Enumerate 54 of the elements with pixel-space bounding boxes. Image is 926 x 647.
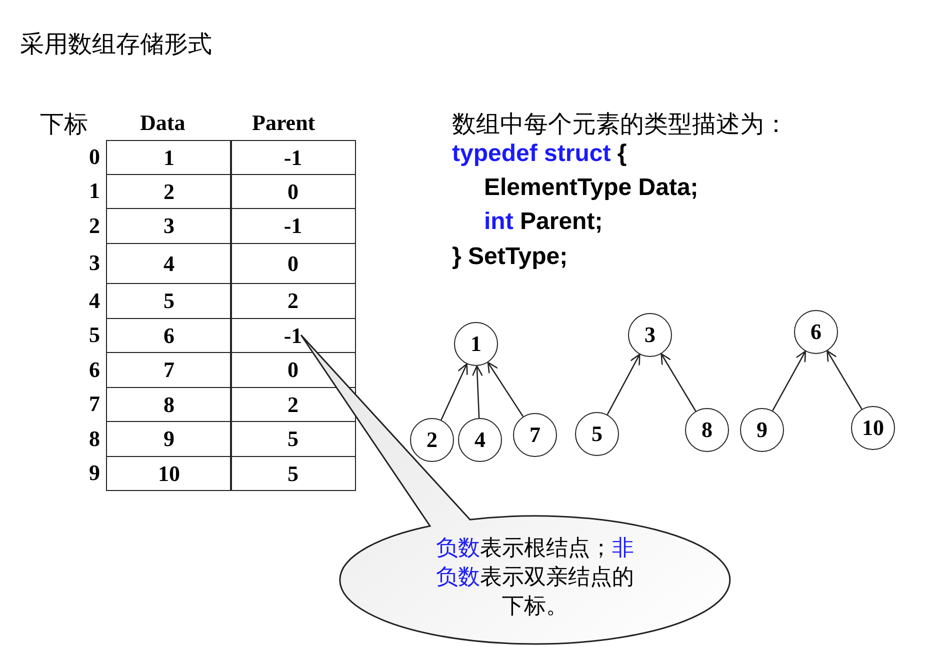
table-cell: 0 <box>230 243 356 284</box>
table-cell: -1 <box>230 208 356 244</box>
arrow <box>660 353 696 412</box>
arrow <box>440 363 468 420</box>
tree-node-circle: 8 <box>685 408 729 452</box>
row-index: 4 <box>88 288 100 314</box>
table-cell: 1 <box>106 140 232 175</box>
arrow <box>472 365 483 418</box>
row-index: 7 <box>88 391 100 417</box>
tree-node-circle: 6 <box>794 310 838 354</box>
row-index: 8 <box>88 426 100 452</box>
row-index: 6 <box>88 356 100 382</box>
column-header: Parent <box>252 110 316 136</box>
row-index: 5 <box>88 322 100 348</box>
row-index: 3 <box>88 250 100 276</box>
tree-node-circle: 5 <box>575 412 619 456</box>
row-index: 9 <box>88 460 100 486</box>
arrow <box>606 354 640 415</box>
row-index: 0 <box>88 144 100 170</box>
table-cell: 5 <box>106 283 232 319</box>
column-header: 下标 <box>40 110 88 140</box>
table-cell: 5 <box>230 456 356 491</box>
code-line: int Parent; <box>484 208 603 236</box>
column-header: Data <box>140 110 186 136</box>
table-cell: 7 <box>106 352 232 388</box>
table-cell: 10 <box>106 456 232 491</box>
table-cell: 5 <box>230 421 356 457</box>
table-cell: 3 <box>106 208 232 244</box>
table-cell: 2 <box>106 174 232 209</box>
row-index: 2 <box>88 212 100 238</box>
table-cell: 9 <box>106 421 232 457</box>
tree-node-circle: 2 <box>410 418 454 462</box>
table-cell: -1 <box>230 140 356 175</box>
table-cell: 2 <box>230 283 356 319</box>
code-line: } SetType; <box>452 243 568 271</box>
tree-node-circle: 1 <box>454 322 498 366</box>
callout-text: 负数表示根结点；非负数表示双亲结点的下标。 <box>435 535 635 621</box>
arrow <box>826 350 862 410</box>
tree-node-circle: 4 <box>458 418 502 462</box>
code-line: typedef struct { <box>452 140 627 168</box>
arrow <box>772 350 806 412</box>
row-index: 1 <box>88 178 100 204</box>
arrow <box>487 362 524 417</box>
tree-node-circle: 7 <box>513 413 557 457</box>
page-title: 采用数组存储形式 <box>20 29 212 60</box>
code-line: ElementType Data; <box>484 174 698 202</box>
table-cell: 6 <box>106 318 232 353</box>
table-cell: 4 <box>106 243 232 284</box>
tree-node-circle: 9 <box>740 408 784 452</box>
tree-node-circle: 3 <box>628 313 672 357</box>
table-cell: 0 <box>230 174 356 209</box>
description-text: 数组中每个元素的类型描述为： <box>452 110 788 140</box>
table-cell: 8 <box>106 387 232 422</box>
tree-node-circle: 10 <box>851 406 895 450</box>
